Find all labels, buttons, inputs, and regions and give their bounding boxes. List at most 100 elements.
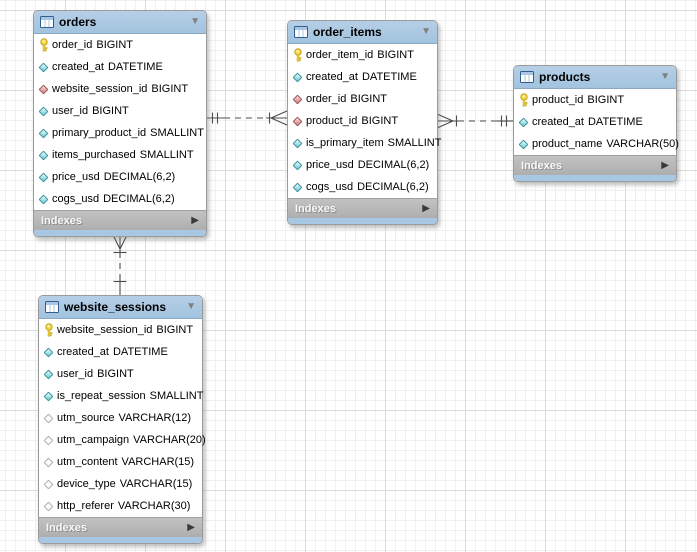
nullable-column-icon [43, 435, 57, 445]
column-name: price_usd [306, 159, 354, 171]
column-type: DATETIME [112, 346, 168, 358]
column-icon [38, 150, 52, 160]
column-icon [518, 117, 532, 127]
column-name: utm_source [57, 412, 115, 424]
column-name: product_id [306, 115, 358, 127]
column-name: order_id [52, 39, 93, 51]
column-name: price_usd [52, 171, 100, 183]
indexes-footer[interactable]: Indexes ▶ [34, 210, 206, 230]
column-type: DATETIME [107, 61, 163, 73]
table-title: website_sessions [64, 300, 167, 314]
expand-arrow-icon[interactable]: ▶ [191, 214, 199, 226]
column-name: cogs_usd [306, 181, 354, 193]
column-name: created_at [52, 61, 104, 73]
table-header[interactable]: order_items ▼ [288, 21, 437, 44]
column-type: BIGINT [587, 94, 625, 106]
column-type: DECIMAL(6,2) [357, 159, 430, 171]
column-icon [38, 62, 52, 72]
table-header[interactable]: website_sessions ▼ [39, 296, 202, 319]
column-name: website_session_id [52, 83, 148, 95]
column-name: created_at [306, 71, 358, 83]
column-type: BIGINT [97, 368, 134, 380]
column-type: VARCHAR(30) [117, 500, 191, 512]
collapse-arrow-icon[interactable]: ▼ [190, 16, 200, 27]
table-header[interactable]: products ▼ [514, 66, 676, 89]
column-type: VARCHAR(15) [119, 478, 193, 490]
column-name: order_id [306, 93, 347, 105]
column-type: BIGINT [361, 115, 399, 127]
column-icon [38, 194, 52, 204]
foreign-key-column-icon [292, 116, 306, 126]
collapse-arrow-icon[interactable]: ▼ [186, 301, 196, 312]
table-icon [45, 301, 59, 313]
column-type: VARCHAR(50) [606, 138, 679, 150]
indexes-label: Indexes [521, 159, 562, 172]
column-icon [43, 369, 57, 379]
column-name: http_referer [57, 500, 114, 512]
table-title: products [539, 70, 591, 84]
column-type: BIGINT [151, 83, 189, 95]
nullable-column-icon [43, 479, 57, 489]
column-icon [43, 347, 57, 357]
relationship-orders-order-items[interactable] [207, 110, 288, 126]
column-type: SMALLINT [387, 137, 442, 149]
column-name: is_repeat_session [57, 390, 146, 402]
column-name: is_primary_item [306, 137, 384, 149]
table-bottom-strip [514, 175, 676, 181]
expand-arrow-icon[interactable]: ▶ [422, 202, 430, 214]
table-icon [520, 71, 534, 83]
relationship-order-items-products[interactable] [436, 113, 513, 129]
table-title: orders [59, 15, 97, 29]
indexes-label: Indexes [46, 521, 87, 534]
primary-key-icon [293, 48, 306, 62]
expand-arrow-icon[interactable]: ▶ [661, 159, 669, 171]
column-name: created_at [57, 346, 109, 358]
relationship-orders-website-sessions[interactable] [111, 232, 129, 295]
indexes-footer[interactable]: Indexes ▶ [514, 155, 676, 175]
indexes-footer[interactable]: Indexes ▶ [288, 198, 437, 218]
indexes-footer[interactable]: Indexes ▶ [39, 517, 202, 537]
expand-arrow-icon[interactable]: ▶ [187, 521, 195, 533]
column-type: BIGINT [96, 39, 134, 51]
column-type: SMALLINT [139, 149, 194, 161]
column-icon [292, 182, 306, 192]
table-header[interactable]: orders ▼ [34, 11, 206, 34]
column-type: VARCHAR(12) [118, 412, 192, 424]
collapse-arrow-icon[interactable]: ▼ [421, 26, 431, 37]
column-name: order_item_id [306, 49, 374, 61]
collapse-arrow-icon[interactable]: ▼ [660, 71, 670, 82]
